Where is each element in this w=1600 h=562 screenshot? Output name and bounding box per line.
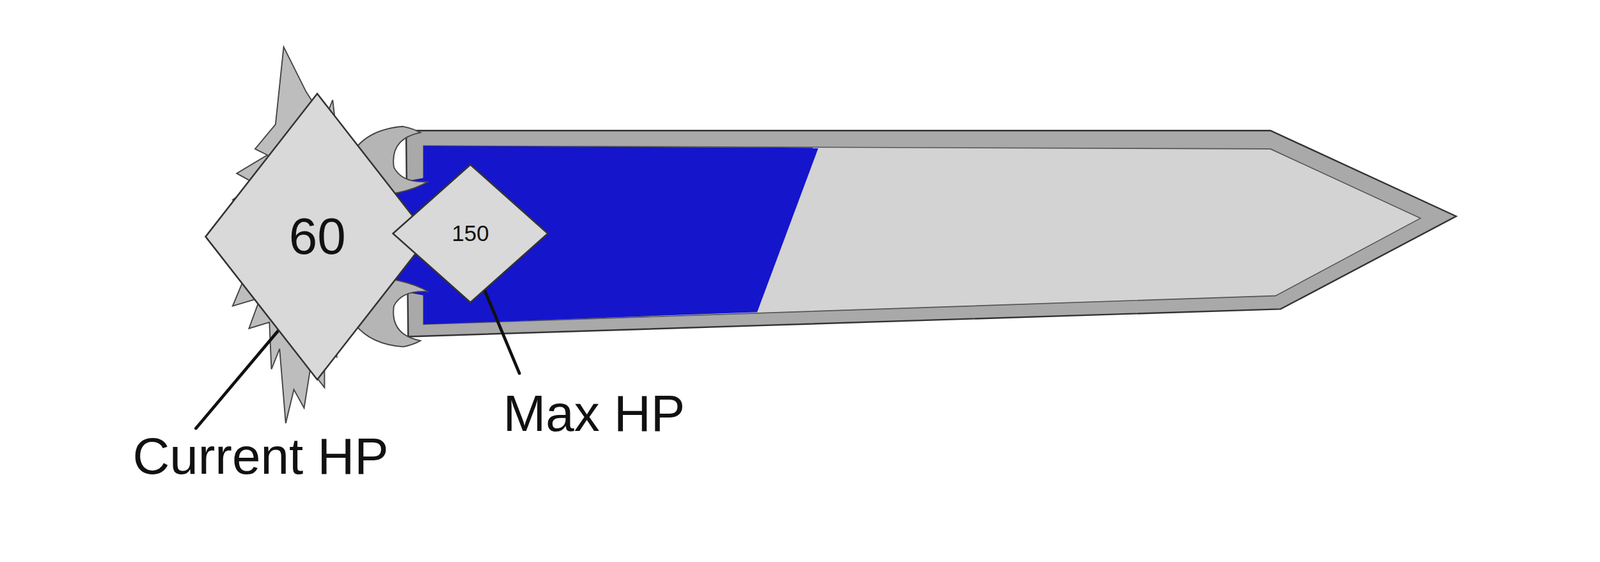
- current-hp-label: Current HP: [132, 428, 389, 485]
- blade-border: [406, 130, 1457, 337]
- max-hp-diamond: 150: [392, 163, 549, 304]
- hp-fill: [423, 145, 819, 325]
- diamond-shape: [393, 164, 549, 303]
- hp-number: 150: [451, 221, 489, 247]
- max-hp-label: Max HP: [503, 385, 686, 442]
- blade-empty: [423, 145, 1421, 325]
- hp-number: 60: [289, 208, 346, 265]
